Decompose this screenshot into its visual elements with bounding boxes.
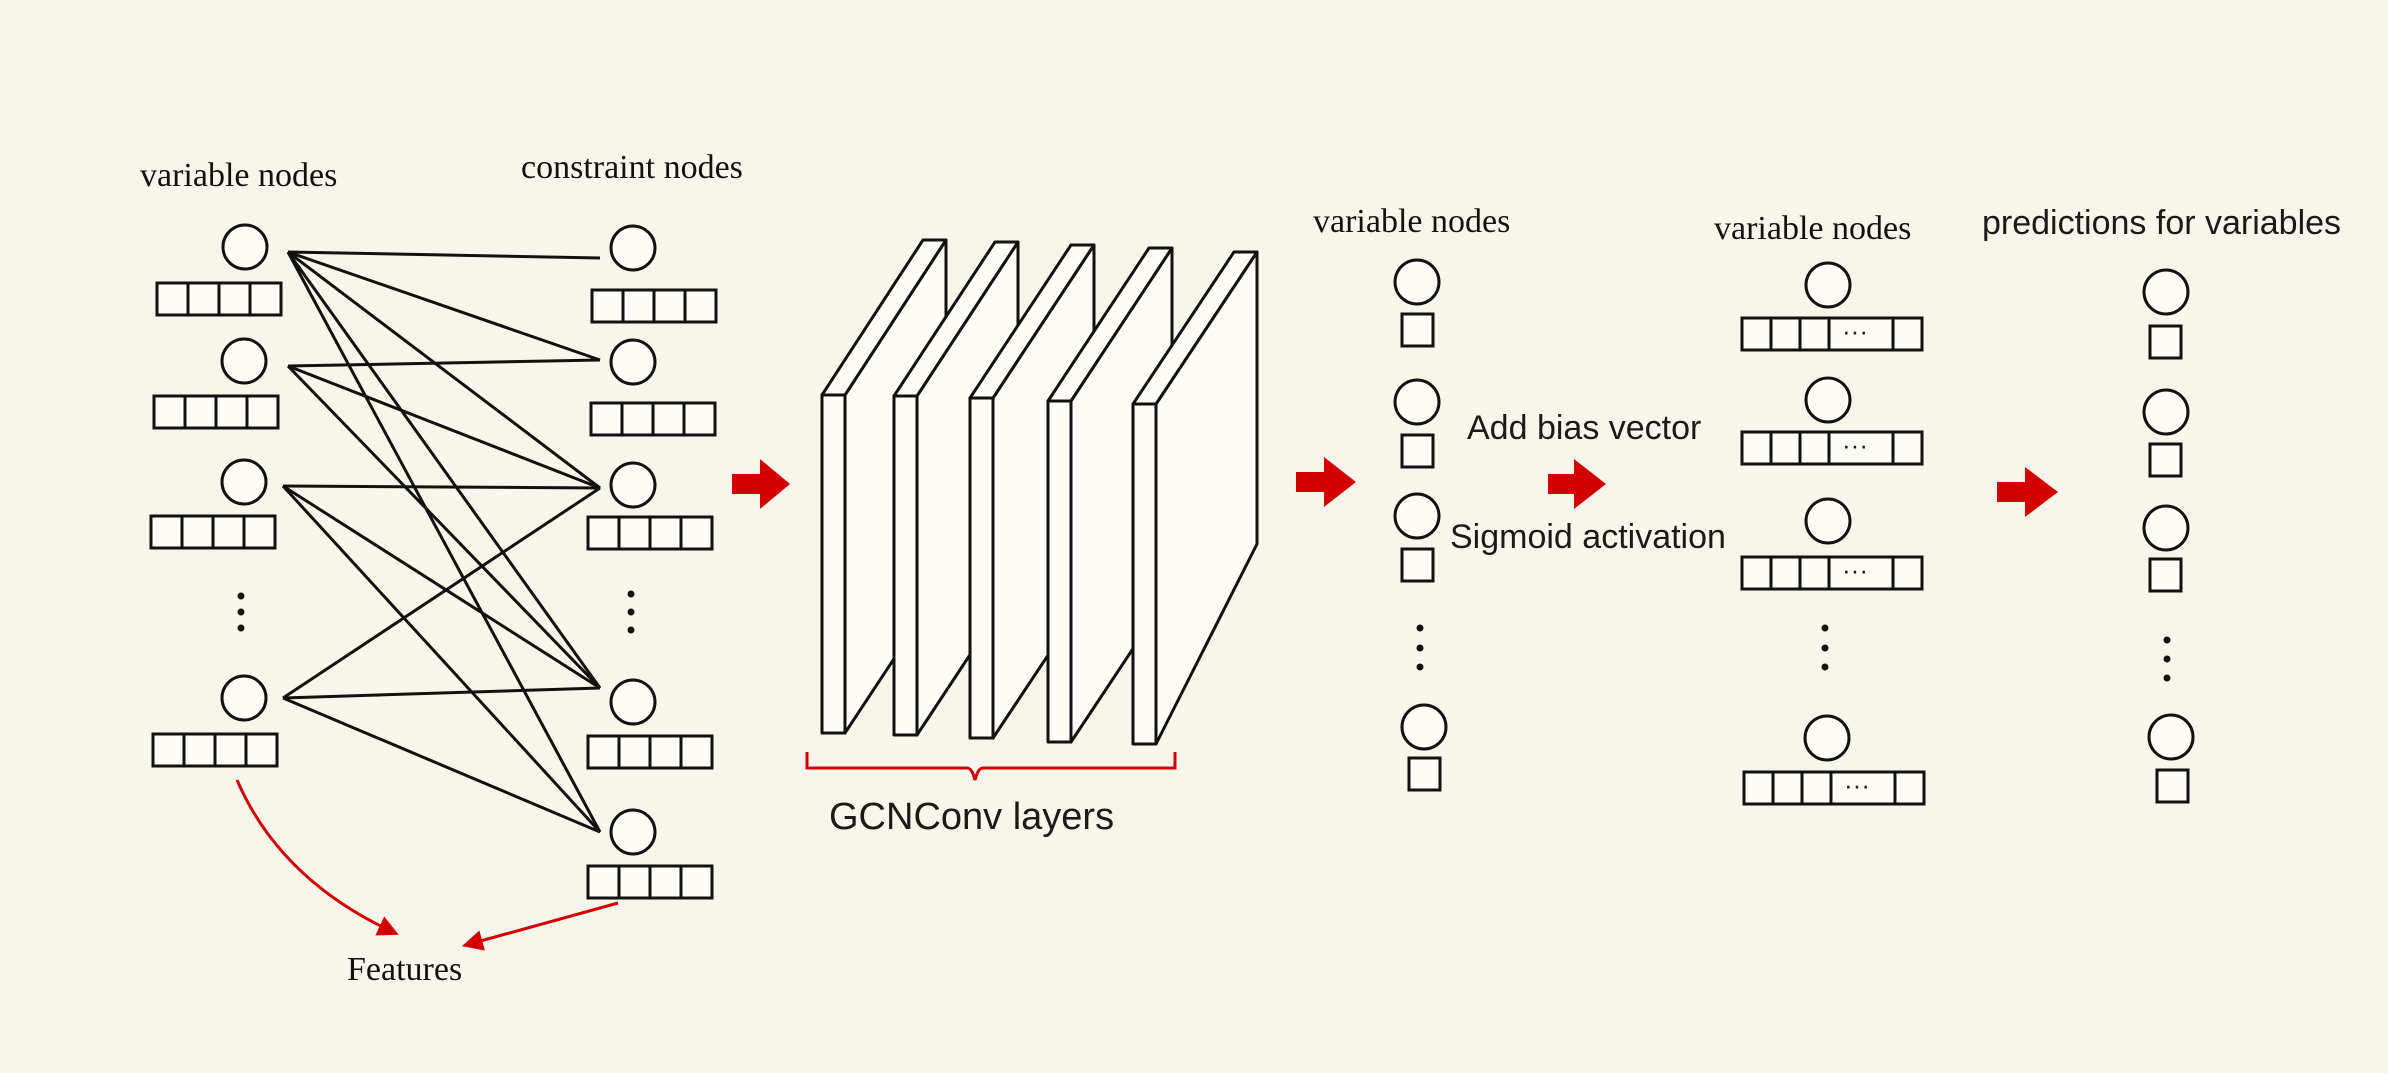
vertical-ellipsis xyxy=(1821,624,1829,671)
variable-nodes-vector: variable nodes ··· ··· ··· xyxy=(1714,210,1926,806)
variable-node-4 xyxy=(151,674,279,768)
flow-arrow-4 xyxy=(1997,467,2058,517)
vertical-ellipsis xyxy=(1416,624,1424,671)
constraint-node-4 xyxy=(586,678,714,770)
constraint-node-1 xyxy=(590,224,718,324)
vector-node-1: ··· xyxy=(1740,261,1924,352)
cell-ellipsis: ··· xyxy=(1844,770,1870,800)
prediction-node-2 xyxy=(2142,388,2190,478)
constraint-node-3 xyxy=(586,461,714,551)
vector-node-2: ··· xyxy=(1740,376,1924,466)
feature-vector xyxy=(151,732,279,768)
scalar-node-1 xyxy=(1393,258,1441,348)
feature-vector xyxy=(586,734,714,770)
flow-arrow-3 xyxy=(1548,459,1606,509)
cell-ellipsis: ··· xyxy=(1842,430,1868,460)
constraint-node-2 xyxy=(589,338,717,437)
gcn-brace xyxy=(805,752,1177,781)
variable-node-1 xyxy=(155,223,283,317)
feature-vector xyxy=(586,515,714,551)
cell-ellipsis: ··· xyxy=(1842,316,1868,346)
constraint-node-5 xyxy=(586,808,714,900)
features-arrow-right xyxy=(461,901,619,951)
feature-vector xyxy=(149,514,277,550)
cell-ellipsis: ··· xyxy=(1842,555,1868,585)
bipartite-graph: variable nodes xyxy=(140,149,743,988)
vertical-ellipsis xyxy=(627,590,635,634)
scalar-node-3 xyxy=(1393,492,1441,583)
gcnconv-layers-label: GCNConv layers xyxy=(829,796,1114,838)
graph-edges xyxy=(281,250,602,834)
variable-node-2 xyxy=(152,337,280,430)
vector-node-3: ··· xyxy=(1740,497,1924,591)
add-bias-vector-label: Add bias vector xyxy=(1467,409,1701,447)
prediction-node-1 xyxy=(2142,268,2190,360)
variable-nodes-scalar: variable nodes xyxy=(1313,203,1510,792)
variable-nodes-right-label: variable nodes xyxy=(1714,210,1911,247)
vertical-ellipsis xyxy=(237,592,245,632)
variable-nodes-left-label: variable nodes xyxy=(140,157,337,194)
sigmoid-activation-label: Sigmoid activation xyxy=(1450,518,1726,556)
flow-arrow-2 xyxy=(1296,457,1356,507)
scalar-node-4 xyxy=(1400,703,1448,792)
gcn-layer-5 xyxy=(1131,250,1259,746)
vertical-ellipsis xyxy=(2163,636,2171,682)
scalar-node-2 xyxy=(1393,378,1441,469)
predictions-label: predictions for variables xyxy=(1982,204,2341,242)
gcnconv-layers: GCNConv layers xyxy=(805,238,1259,838)
constraint-nodes-label: constraint nodes xyxy=(521,149,743,186)
prediction-node-4 xyxy=(2147,713,2195,804)
feature-vector xyxy=(155,281,283,317)
predictions: predictions for variables xyxy=(1982,204,2341,804)
feature-vector xyxy=(586,864,714,900)
feature-vector xyxy=(590,288,718,324)
feature-vector xyxy=(152,394,280,430)
features-label: Features xyxy=(347,951,462,988)
variable-node-3 xyxy=(149,458,277,550)
feature-vector xyxy=(589,401,717,437)
features-arrow-left xyxy=(235,779,399,936)
bias-sigmoid-step: Add bias vector Sigmoid activation xyxy=(1450,409,1726,556)
variable-nodes-mid-label: variable nodes xyxy=(1313,203,1510,240)
flow-arrow-1 xyxy=(732,459,790,509)
prediction-node-3 xyxy=(2142,504,2190,593)
vector-node-4: ··· xyxy=(1742,714,1926,806)
